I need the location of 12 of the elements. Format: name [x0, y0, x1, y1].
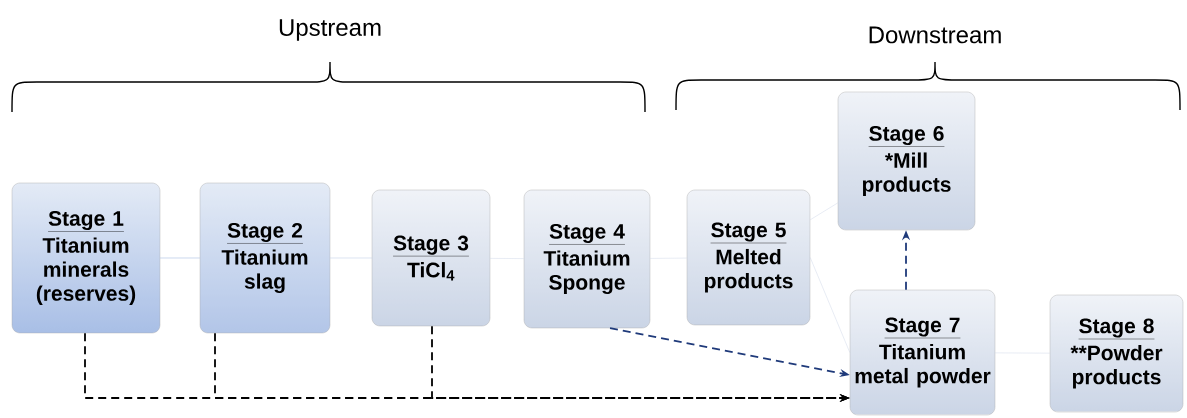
- section-heading: Downstream: [869, 26, 1001, 44]
- section-heading: Upstream: [279, 19, 381, 41]
- stage-box: Stage 6 *Mill products: [837, 91, 976, 231]
- stage-box: Stage 5 Melted products: [686, 189, 811, 326]
- stage-box: Stage 3 TiCl$_{4}$: [371, 189, 491, 327]
- stage-box: Stage 4 Titanium Sponge: [523, 189, 651, 329]
- stage-box: Stage 7 Titanium metal powder: [849, 289, 996, 416]
- stage-box: Stage 8 **Powder products: [1049, 294, 1184, 413]
- connector-line: [810, 257, 850, 353]
- connector-line: [810, 202, 838, 220]
- stage-box: Stage 2 Titanium slag: [199, 182, 331, 334]
- stage-box: Stage 1 Titanium minerals (reserves): [11, 182, 161, 334]
